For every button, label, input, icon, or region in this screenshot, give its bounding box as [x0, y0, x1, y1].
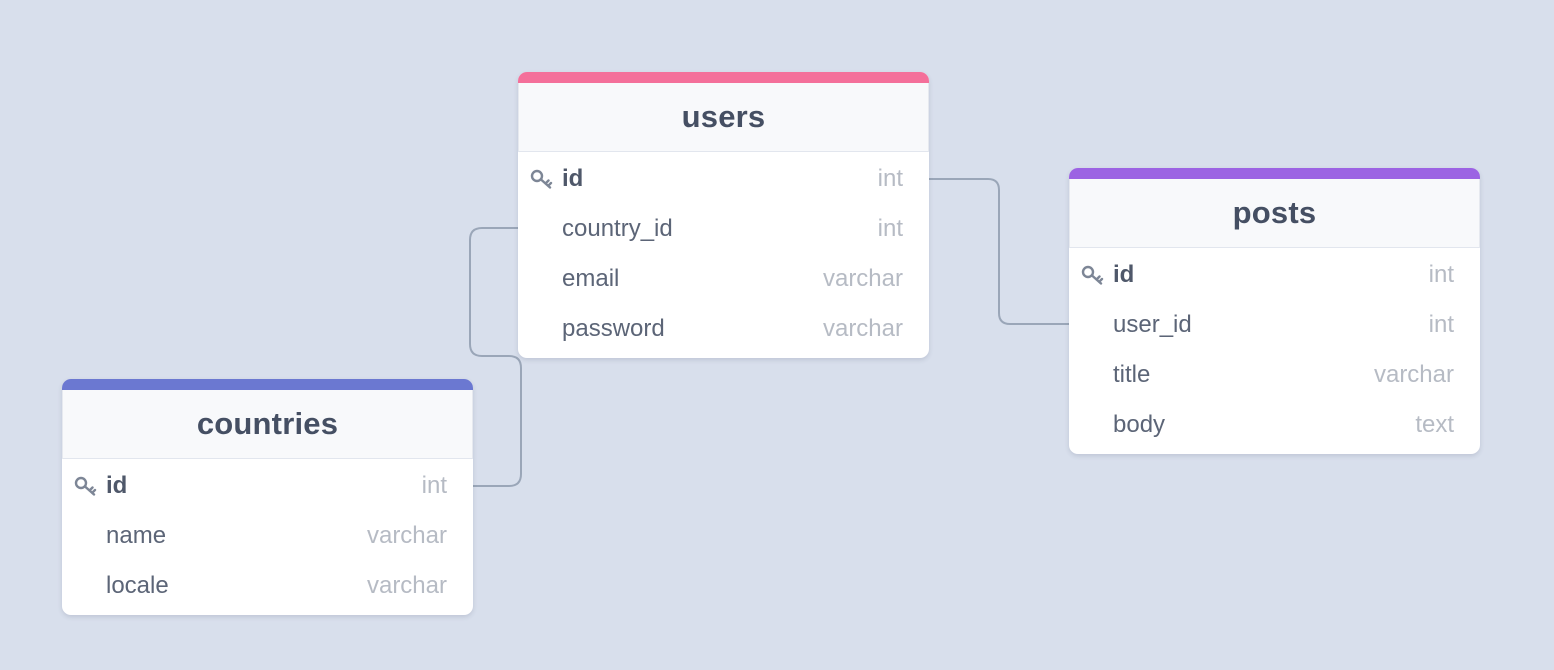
- column-type: varchar: [366, 522, 447, 549]
- column-type: text: [1415, 411, 1454, 438]
- table-title: users: [681, 99, 766, 134]
- column-name: title: [1113, 361, 1151, 388]
- column-row-id[interactable]: id int: [518, 154, 929, 204]
- column-row-country-id[interactable]: country_id int: [518, 204, 929, 254]
- column-row-name[interactable]: name varchar: [62, 511, 473, 561]
- column-type: varchar: [822, 265, 903, 292]
- table-header[interactable]: countries: [62, 390, 473, 459]
- primary-key-icon: [74, 476, 100, 496]
- column-row-email[interactable]: email varchar: [518, 254, 929, 304]
- primary-key-icon: [1081, 265, 1107, 285]
- column-name: user_id: [1113, 311, 1192, 338]
- table-accent-bar: [518, 72, 929, 83]
- column-type: int: [1428, 311, 1454, 338]
- column-name: locale: [106, 572, 169, 599]
- table-title: countries: [196, 406, 339, 441]
- column-row-locale[interactable]: locale varchar: [62, 561, 473, 611]
- column-type: int: [1428, 261, 1454, 288]
- column-type: int: [877, 215, 903, 242]
- column-type: varchar: [1373, 361, 1454, 388]
- table-columns: id int country_id int email varchar password va…: [518, 152, 929, 358]
- column-name: body: [1113, 411, 1166, 438]
- column-type: int: [421, 472, 447, 499]
- column-type: varchar: [366, 572, 447, 599]
- table-header[interactable]: users: [518, 83, 929, 152]
- column-name: id: [1113, 261, 1135, 288]
- column-row-title[interactable]: title varchar: [1069, 350, 1480, 400]
- table-columns: id int user_id int title varchar body text: [1069, 248, 1480, 454]
- table-accent-bar: [1069, 168, 1480, 179]
- column-name: password: [562, 315, 665, 342]
- table-title: posts: [1232, 195, 1317, 230]
- column-name: id: [106, 472, 128, 499]
- table-accent-bar: [62, 379, 473, 390]
- table-header[interactable]: posts: [1069, 179, 1480, 248]
- column-row-id[interactable]: id int: [1069, 250, 1480, 300]
- column-type: varchar: [822, 315, 903, 342]
- column-name: id: [562, 165, 584, 192]
- column-name: email: [562, 265, 620, 292]
- column-row-password[interactable]: password varchar: [518, 304, 929, 354]
- column-type: int: [877, 165, 903, 192]
- column-row-body[interactable]: body text: [1069, 400, 1480, 450]
- table-countries[interactable]: countries id int name varchar locale varchar: [62, 379, 473, 615]
- column-name: name: [106, 522, 167, 549]
- relation-users-country-id-countries-id: [469, 227, 522, 487]
- primary-key-icon: [530, 169, 556, 189]
- column-name: country_id: [562, 215, 673, 242]
- column-row-id[interactable]: id int: [62, 461, 473, 511]
- column-row-user-id[interactable]: user_id int: [1069, 300, 1480, 350]
- relation-users-id-posts-user-id: [929, 178, 1070, 325]
- table-columns: id int name varchar locale varchar: [62, 459, 473, 615]
- table-posts[interactable]: posts id int user_id int title varchar body text: [1069, 168, 1480, 454]
